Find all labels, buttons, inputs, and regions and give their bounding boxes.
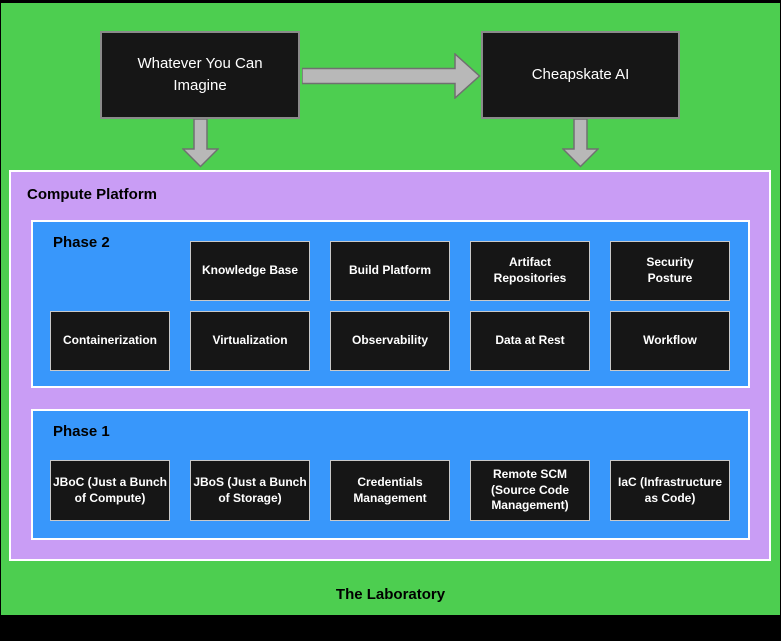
node-jboc-label: JBoC (Just a Bunch of Compute) — [53, 474, 168, 505]
node-virtualization-label: Virtualization — [212, 333, 288, 348]
flow-arrow-right-icon — [302, 53, 481, 99]
node-cheapskate-ai-label: Cheapskate AI — [531, 65, 630, 83]
node-jbos-label: JBoS (Just a Bunch of Storage) — [193, 474, 307, 505]
node-data-at-rest: Data at Rest — [470, 311, 590, 371]
flow-arrow-down-source-icon — [182, 119, 219, 168]
node-artifact-repositories-label: Artifact Repositories — [493, 255, 567, 285]
node-containerization: Containerization — [50, 311, 170, 371]
node-jboc: JBoC (Just a Bunch of Compute) — [50, 460, 170, 521]
flow-arrow-down-target-shape — [562, 119, 599, 168]
node-security-posture-label: Security Posture — [646, 255, 694, 285]
node-data-at-rest-label: Data at Rest — [495, 333, 565, 348]
node-jbos: JBoS (Just a Bunch of Storage) — [190, 460, 310, 521]
node-workflow-label: Workflow — [643, 333, 697, 348]
node-credentials-management: Credentials Management — [330, 460, 450, 521]
node-iac-label: IaC (Infrastructure as Code) — [617, 474, 723, 505]
node-virtualization: Virtualization — [190, 311, 310, 371]
node-observability-label: Observability — [351, 333, 429, 348]
flow-arrow-right-shape — [302, 53, 481, 99]
phase-2-container: Phase 2 Knowledge Base Build Platform Ar… — [31, 220, 750, 388]
node-containerization-label: Containerization — [62, 333, 157, 348]
node-remote-scm: Remote SCM (Source Code Management) — [470, 460, 590, 521]
phase-1-title: Phase 1 — [53, 423, 110, 440]
node-whatever-you-can-imagine-label: Whatever You Can Imagine — [137, 54, 263, 95]
flow-arrow-down-target-icon — [562, 119, 599, 168]
compute-platform-container: Compute Platform Phase 2 Knowledge Base … — [9, 170, 771, 561]
compute-platform-title: Compute Platform — [27, 186, 158, 203]
phase-2-title: Phase 2 — [53, 234, 110, 251]
node-whatever-you-can-imagine: Whatever You Can Imagine — [100, 31, 300, 119]
node-security-posture: Security Posture — [610, 241, 730, 301]
diagram-canvas: Whatever You Can Imagine Cheapskate AI C… — [1, 3, 780, 615]
node-knowledge-base-label: Knowledge Base — [201, 263, 299, 278]
node-build-platform-label: Build Platform — [348, 263, 431, 278]
node-workflow: Workflow — [610, 311, 730, 371]
node-knowledge-base: Knowledge Base — [190, 241, 310, 301]
flow-arrow-down-source-shape — [182, 119, 219, 168]
node-remote-scm-label: Remote SCM (Source Code Management) — [490, 467, 569, 513]
node-cheapskate-ai: Cheapskate AI — [481, 31, 680, 119]
laboratory-label: The Laboratory — [335, 586, 446, 603]
phase-1-container: Phase 1 JBoC (Just a Bunch of Compute) J… — [31, 409, 750, 540]
node-artifact-repositories: Artifact Repositories — [470, 241, 590, 301]
node-build-platform: Build Platform — [330, 241, 450, 301]
node-observability: Observability — [330, 311, 450, 371]
node-credentials-management-label: Credentials Management — [353, 474, 427, 505]
node-iac: IaC (Infrastructure as Code) — [610, 460, 730, 521]
